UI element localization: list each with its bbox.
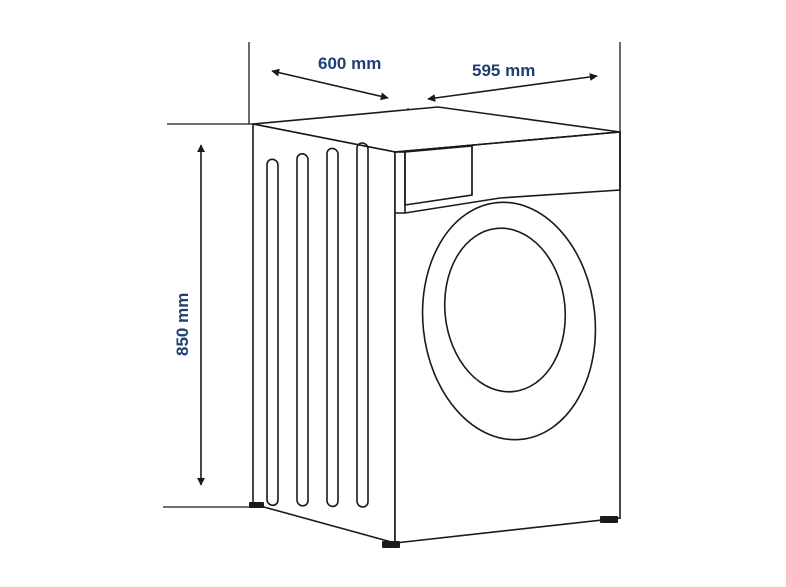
width-arrow	[427, 73, 598, 102]
washing-machine-icon	[249, 106, 621, 548]
dimension-arrows	[197, 68, 598, 486]
height-label: 850 mm	[173, 293, 192, 356]
depth-arrow	[271, 68, 389, 101]
width-label: 595 mm	[472, 61, 535, 80]
machine-front-panel	[394, 131, 621, 544]
machine-feet	[249, 502, 618, 548]
side-vents	[266, 142, 369, 508]
control-panel	[394, 131, 621, 214]
door-glass	[443, 227, 567, 393]
machine-side-panel	[252, 123, 396, 545]
depth-label: 600 mm	[318, 54, 381, 73]
door-ring	[421, 201, 597, 441]
